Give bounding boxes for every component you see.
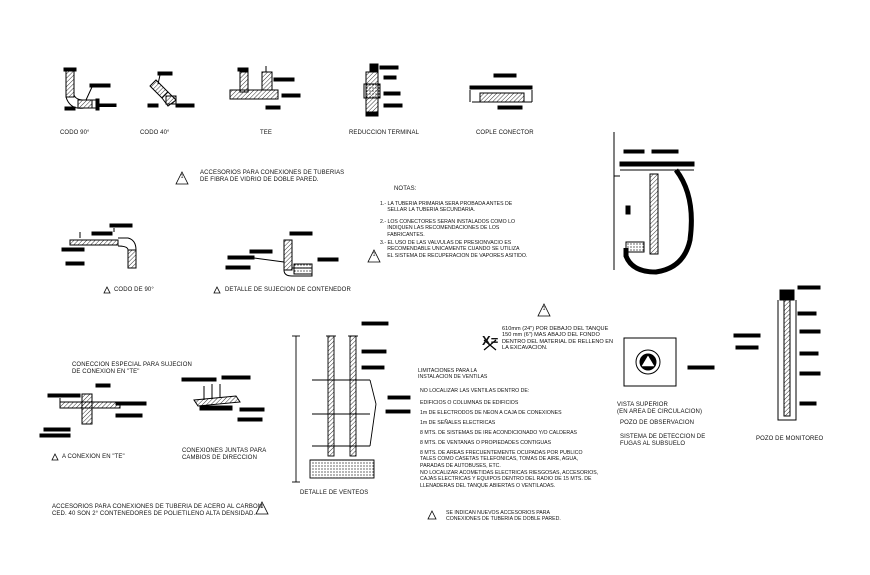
triangle-num: 1 [180, 174, 184, 180]
reduccion-terminal-drawing [363, 63, 403, 117]
codo-40-drawing [147, 71, 195, 108]
limitacion-4: 8 MTS. DE SISTEMAS DE IRE ACONDICIONADO … [420, 430, 578, 436]
revision-triangle [427, 510, 437, 520]
label-cople-conector: COPLE CONECTOR [476, 130, 534, 136]
notas-title: NOTAS: [394, 186, 417, 192]
label-sistema-deteccion: SISTEMA DE DETECCION DE FUGAS AL SUBSUEL… [620, 434, 706, 447]
conexion-especial-te-drawing [39, 383, 147, 438]
revision-triangle [255, 501, 269, 515]
revision-triangle [51, 453, 59, 461]
label-conexiones-juntas: CONEXIONES JUNTAS PARA CAMBIOS DE DIRECC… [182, 448, 267, 461]
detalle-venteos-drawing [292, 321, 411, 483]
label-codo-90: CODO 90° [60, 130, 90, 136]
label-conexion-te: A CONEXION EN "TE" [62, 454, 125, 460]
limitacion-1: EDIFICIOS O COLUMNAS DE EDIFICIOS [420, 400, 519, 406]
label-codo-de-90: CODO DE 90° [114, 287, 154, 293]
limitaciones-title: LIMITACIONES PARA LA INSTALACION DE VENT… [418, 368, 488, 381]
tanque-profundidad-text: 610mm (24") POR DEBAJO DEL TANQUE 150 mm… [502, 326, 614, 352]
label-pozo-monitoreo: POZO DE MONITOREO [756, 436, 824, 442]
cople-conector-drawing [469, 73, 533, 110]
label-detalle-sujecion: DETALLE DE SUJECION DE CONTENEDOR [225, 287, 351, 293]
conexiones-juntas-drawing [181, 375, 265, 422]
revision-triangle [213, 286, 221, 294]
triangle-num: 1 [372, 252, 376, 258]
label-accesorios-fibra: ACCESORIOS PARA CONEXIONES DE TUBERIAS D… [200, 170, 345, 183]
pozo-monitoreo-drawing [733, 285, 821, 421]
x-mark [483, 339, 497, 351]
pozo-observacion-drawing [613, 132, 695, 275]
limitacion-5: 8 MTS. DE VENTANAS O PROPIEDADES CONTIGU… [420, 440, 552, 446]
detalle-sujecion-drawing [225, 231, 339, 277]
nota-1: 1.- LA TUBERIA PRIMARIA SERA PROBADA ANT… [380, 201, 513, 214]
codo-90-drawing [63, 67, 117, 111]
triangle-num: 1 [260, 504, 264, 510]
nota-2: 2.- LOS CONECTORES SERAN INSTALADOS COMO… [380, 219, 515, 238]
revision-triangle [537, 303, 551, 317]
label-pozo-observacion: POZO DE OBSERVACION [620, 420, 695, 426]
label-detalle-venteos: DETALLE DE VENTEOS [300, 490, 369, 496]
limitacion-6: 8 MTS. DE AREAS FRECUENTEMENTE OCUPADAS … [420, 450, 583, 469]
label-conexion-especial: CONECCION ESPECIAL PARA SUJECION DE CONE… [72, 362, 192, 375]
limitacion-0: NO LOCALIZAR LAS VENTILAS DENTRO DE: [420, 388, 530, 394]
label-tee: TEE [260, 130, 272, 136]
limitacion-3: 1m DE SEÑALES ELECTRICAS [420, 420, 496, 426]
tee-drawing [229, 66, 301, 110]
label-vista-superior: VISTA SUPERIOR (EN AREA DE CIRCULACION) [617, 402, 703, 415]
codo-de-90-drawing [61, 223, 137, 269]
triangle-num: 1 [542, 306, 546, 312]
tanque-x-label: X= [482, 333, 499, 348]
label-accesorios-acero: ACCESORIOS PARA CONEXIONES DE TUBERIA DE… [52, 504, 263, 517]
limitacion-2: 1m DE ELECTRODOS DE NEON A CAJA DE CONEX… [420, 410, 562, 416]
nota-3: 3.- EL USO DE LAS VALVULAS DE PRESIONVAC… [380, 240, 528, 259]
label-codo-40: CODO 40° [140, 130, 170, 136]
revision-triangle [175, 171, 189, 185]
limitacion-7: NO LOCALIZAR ACOMETIDAS ELECTRICAS RIESG… [420, 470, 599, 489]
label-nuevos-accesorios: SE INDICAN NUEVOS ACCESORIOS PARA CONEXI… [446, 510, 561, 523]
vista-superior-drawing [623, 337, 715, 387]
label-reduccion-terminal: REDUCCION TERMINAL [349, 130, 420, 136]
revision-triangle [103, 286, 111, 294]
revision-triangle [367, 249, 381, 263]
